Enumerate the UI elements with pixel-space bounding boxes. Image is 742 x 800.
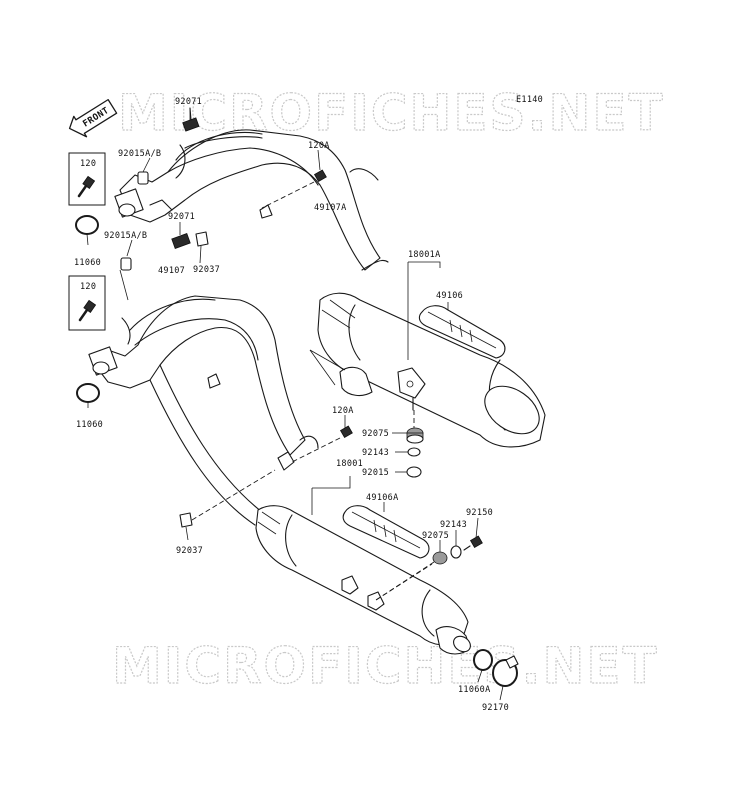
front-direction-arrow: FRONT bbox=[68, 98, 118, 138]
label-92170: 92170 bbox=[482, 703, 509, 713]
label-92075-a: 92075 bbox=[362, 429, 389, 439]
gasket-11060-mid bbox=[76, 383, 100, 403]
clamp-92170 bbox=[492, 655, 519, 687]
bolt-120-top-box bbox=[68, 152, 106, 206]
damper-92015ab-top bbox=[137, 171, 149, 185]
label-18001: 18001 bbox=[336, 459, 363, 469]
header-pipe-49107a bbox=[114, 129, 389, 271]
label-120-top: 120 bbox=[80, 159, 96, 169]
label-92150: 92150 bbox=[466, 508, 493, 518]
label-11060-mid: 11060 bbox=[76, 420, 103, 430]
label-11060a: 11060A bbox=[458, 685, 491, 695]
label-92143-b: 92143 bbox=[440, 520, 467, 530]
grommet-92075-a bbox=[406, 427, 424, 444]
label-11060-top: 11060 bbox=[74, 258, 101, 268]
heat-shield-49106a bbox=[342, 505, 430, 559]
muffler-18001a bbox=[317, 292, 546, 448]
bolt-120a-mid bbox=[291, 425, 353, 463]
bolt-120a-top bbox=[261, 169, 327, 209]
watermark-bottom: MICROFICHES.NET bbox=[112, 637, 659, 695]
gasket-11060-top bbox=[75, 215, 99, 235]
collar-92143-b bbox=[450, 545, 462, 559]
label-120a-mid: 120A bbox=[332, 406, 354, 416]
label-49107a: 49107A bbox=[314, 203, 347, 213]
damper-92015 bbox=[406, 466, 422, 478]
bolt-120-top bbox=[77, 175, 96, 198]
watermark-top: MICROFICHES.NET bbox=[118, 84, 665, 142]
leader-lines bbox=[86, 108, 504, 701]
label-92071-mid: 92071 bbox=[168, 212, 195, 222]
grommet-92075-b bbox=[432, 551, 448, 565]
header-pipe-49107 bbox=[88, 295, 319, 526]
label-92075-b: 92075 bbox=[422, 531, 449, 541]
collar-92143-a bbox=[407, 447, 421, 457]
label-92143-a: 92143 bbox=[362, 448, 389, 458]
heat-shield-49106 bbox=[418, 305, 506, 359]
label-49106a: 49106A bbox=[366, 493, 399, 503]
label-120-mid: 120 bbox=[80, 282, 96, 292]
gasket-11060a bbox=[473, 649, 493, 671]
diagram-ref-code: E1140 bbox=[516, 95, 543, 105]
label-120a-top: 120A bbox=[308, 141, 330, 151]
clip-92071-mid bbox=[171, 233, 191, 249]
label-18001a: 18001A bbox=[408, 250, 441, 260]
label-92015ab-mid: 92015A/B bbox=[104, 231, 147, 241]
bolt-120-mid-box bbox=[68, 275, 106, 331]
label-49107: 49107 bbox=[158, 266, 185, 276]
label-92071-top: 92071 bbox=[175, 97, 202, 107]
clip-92071-top bbox=[182, 117, 200, 132]
label-92037-mid: 92037 bbox=[193, 265, 220, 275]
bolt-92150 bbox=[463, 535, 483, 551]
label-92015: 92015 bbox=[362, 468, 389, 478]
damper-92015ab-mid bbox=[120, 257, 132, 271]
clamp-92037-bot bbox=[179, 512, 193, 528]
label-92015ab-top: 92015A/B bbox=[118, 149, 161, 159]
bolt-120-mid bbox=[78, 299, 97, 322]
label-49106: 49106 bbox=[436, 291, 463, 301]
clamp-92037-mid bbox=[195, 231, 209, 247]
label-92037-bot: 92037 bbox=[176, 546, 203, 556]
